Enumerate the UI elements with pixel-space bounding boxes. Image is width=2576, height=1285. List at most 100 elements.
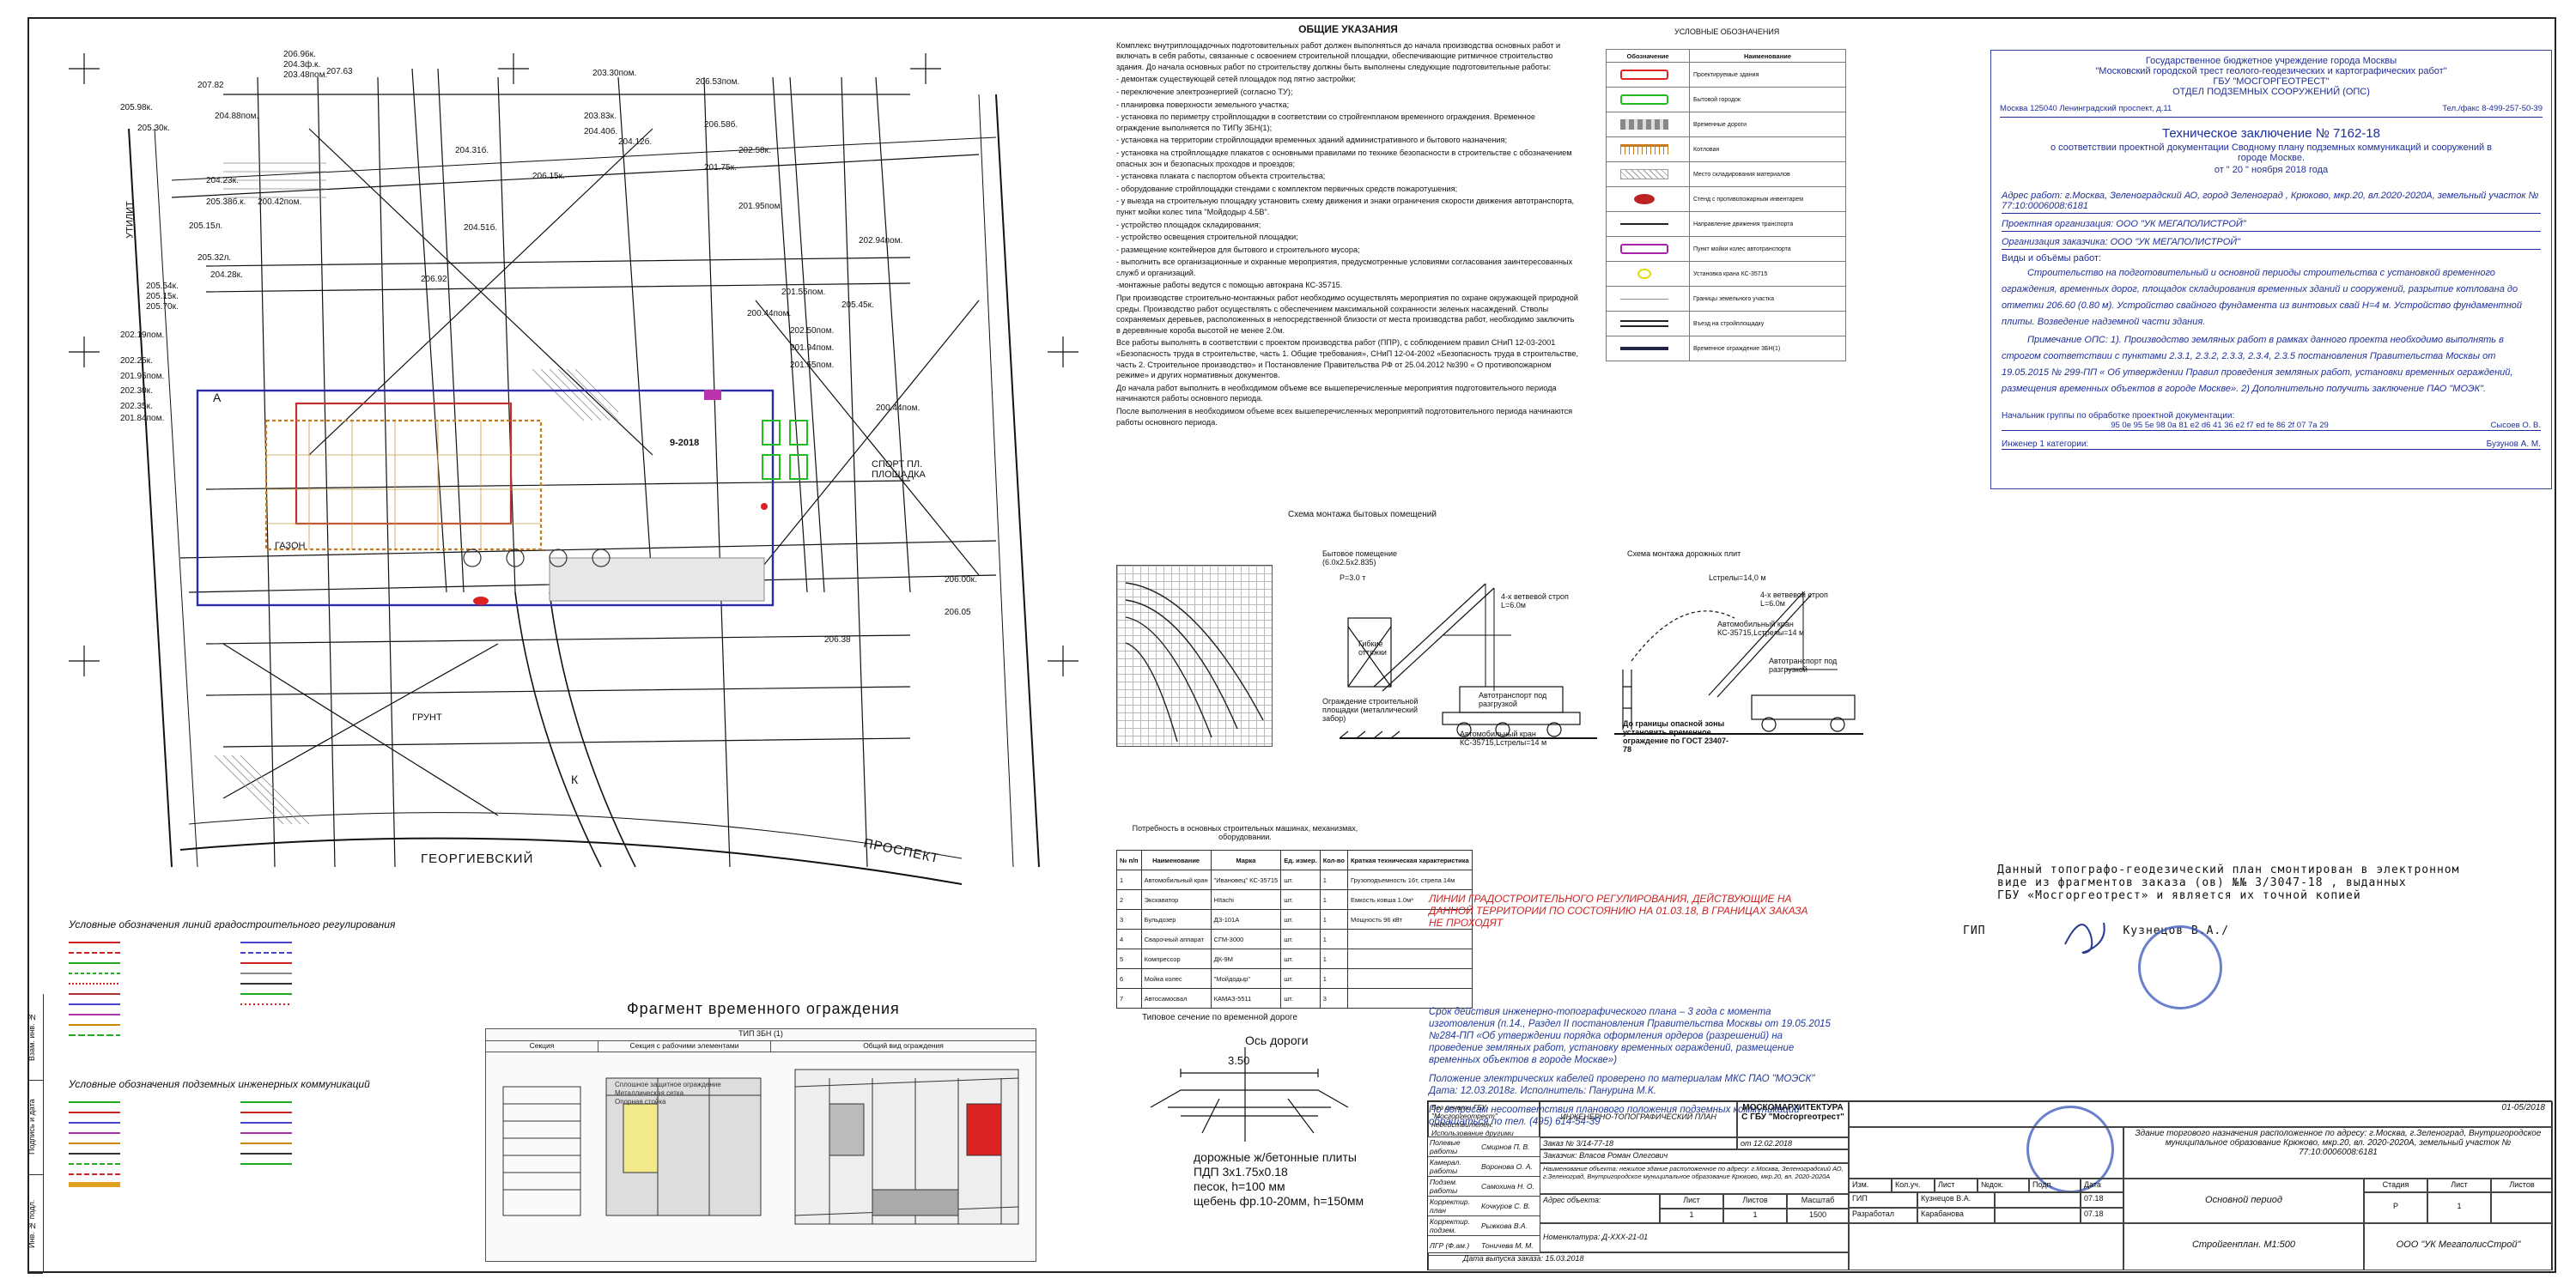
legend-label: Стенд с противопожарным инвентарем bbox=[1689, 186, 1846, 212]
seal-stamp bbox=[2138, 925, 2222, 1009]
elevation-label: 202.30к. bbox=[120, 386, 153, 396]
elevation-label: 202.35к. bbox=[120, 402, 153, 411]
building-label: 9-2018 bbox=[670, 438, 700, 448]
gip-label: ГИП bbox=[1963, 924, 1986, 937]
machines-header: Краткая техническая характеристика bbox=[1347, 850, 1473, 870]
tb-listov-label: Листов bbox=[2491, 1179, 2553, 1192]
elevation-label: 201.95пом. bbox=[738, 202, 783, 211]
fence-label: Сплошное защитное ограждение bbox=[615, 1081, 721, 1088]
chief-label: Начальник группы по обработке проектной … bbox=[2002, 411, 2235, 421]
legend-title: УСЛОВНЫЕ ОБОЗНАЧЕНИЯ bbox=[1674, 27, 1780, 36]
machines-cell: шт. bbox=[1280, 988, 1321, 1009]
legend-swatch bbox=[1620, 70, 1668, 80]
elevation-label: 201.55пом. bbox=[781, 288, 826, 297]
tb-listov-val bbox=[2491, 1192, 2553, 1223]
machines-header: Ед. измер. bbox=[1280, 850, 1321, 870]
tb-sheet-label: Лист bbox=[1660, 1194, 1723, 1209]
machines-header: № п/п bbox=[1116, 850, 1142, 870]
tb-list-label: Лист bbox=[2427, 1179, 2491, 1192]
legend-title: Условные обозначения линий градостроител… bbox=[69, 918, 396, 930]
site-hut bbox=[762, 454, 781, 480]
utility-legend-swatches bbox=[69, 1101, 292, 1187]
tb-gip: ГИП bbox=[1849, 1192, 1917, 1208]
machines-cell: 7 bbox=[1116, 988, 1142, 1009]
scheme-label: До границы опасной зоны установить време… bbox=[1623, 719, 1729, 754]
road-title: Типовое сечение по временной дороге bbox=[1142, 1013, 1297, 1022]
machines-cell: 1 bbox=[1116, 870, 1142, 890]
legend-label: Направление движения транспорта bbox=[1689, 211, 1846, 237]
machines-cell: Емкость ковша 1.0м³ bbox=[1347, 889, 1473, 910]
tb-order: Заказ № 3/14-77-18 bbox=[1540, 1137, 1737, 1149]
tb-staff-name: Тоничева М. М. bbox=[1481, 1241, 1534, 1250]
legend-symbol bbox=[1606, 336, 1690, 361]
validity-line: Положение электрических кабелей проверен… bbox=[1429, 1074, 1815, 1084]
legend-row: Направление движения транспорта bbox=[1606, 211, 1846, 237]
legend-label: Въезд на стройплощадку bbox=[1689, 311, 1846, 336]
machines-cell: Сварочный аппарат bbox=[1140, 929, 1212, 949]
tb-staff-name: Рыжкова В.А. bbox=[1481, 1221, 1528, 1230]
hut-mounting-scheme bbox=[1340, 583, 1597, 739]
redline-note: ЛИНИИ ГРАДОСТРОИТЕЛЬНОГО РЕГУЛИРОВАНИЯ, … bbox=[1429, 893, 1824, 929]
legend-swatch bbox=[1620, 223, 1668, 225]
elevation-label: 204.12б. bbox=[618, 137, 653, 147]
technical-conclusion: Государственное бюджетное учреждение гор… bbox=[1990, 50, 2552, 489]
hut-scheme-title: Схема монтажа бытовых помещений bbox=[1288, 510, 1437, 519]
tb-staff-role: Корректир. план bbox=[1430, 1197, 1470, 1215]
sidebar-cell: Инв. № подл. bbox=[27, 1174, 43, 1274]
legend-col: Наименование bbox=[1689, 49, 1846, 63]
notes-paragraph: - устройство площадок складирования; bbox=[1116, 220, 1261, 229]
machines-cell: 1 bbox=[1319, 929, 1349, 949]
tb-staff-row: ЛГР (Ф.ам.)Тоничева М. М. bbox=[1428, 1236, 1540, 1256]
elevation-label: 204.51б. bbox=[464, 223, 498, 233]
elevation-label: 204.88пом. bbox=[215, 112, 259, 121]
temporary-road bbox=[549, 557, 765, 602]
legend-label: Бытовой городок bbox=[1689, 87, 1846, 112]
title-block: Без печати ГБУ "Мосгоргеотрест" недейств… bbox=[1427, 1100, 2553, 1270]
road-layer: щебень фр.10-20мм, h=150мм bbox=[1194, 1194, 1364, 1208]
tb-customer: Заказчик: Власов Роман Олегович bbox=[1540, 1149, 1849, 1163]
legend-swatch bbox=[1620, 244, 1668, 254]
topographic-plan-drawing bbox=[69, 53, 1078, 885]
road-layer: песок, h=100 мм bbox=[1194, 1179, 1285, 1193]
tb-object: Наименование объекта: нежилое здание рас… bbox=[1540, 1163, 1849, 1194]
machines-cell bbox=[1347, 988, 1473, 1009]
elevation-label: 206.15к. bbox=[532, 172, 565, 181]
line-legend-swatches bbox=[69, 942, 292, 1036]
elevation-label: 204.28к. bbox=[210, 270, 243, 280]
elevation-label: 205.38б.к. bbox=[206, 197, 246, 207]
elevation-label: 203.30пом. bbox=[592, 69, 637, 78]
elevation-label: 205.98к. bbox=[120, 103, 153, 112]
legend-row: Бытовой городок bbox=[1606, 87, 1846, 112]
signoff-line: Данный топографо-геодезический план смон… bbox=[1997, 864, 2460, 876]
elevation-label: 206.53пом. bbox=[696, 77, 740, 87]
grid-label: К bbox=[571, 773, 579, 786]
machines-header: Марка bbox=[1210, 850, 1282, 870]
machines-cell: 1 bbox=[1319, 870, 1349, 890]
engineer-label: Инженер 1 категории: bbox=[2002, 439, 2089, 449]
legend-title: Условные обозначения подземных инженерны… bbox=[69, 1078, 370, 1090]
fence-label: Опорная стойка bbox=[615, 1098, 666, 1106]
elevation-label: 206.05 bbox=[945, 608, 971, 617]
machines-cell: шт. bbox=[1280, 870, 1321, 890]
notes-paragraph: - установка на стройплощадке плакатов с … bbox=[1116, 148, 1572, 168]
legend-swatch bbox=[1637, 269, 1651, 279]
elevation-label: 202.50пом. bbox=[790, 326, 835, 336]
tb-company: ООО "УК МегаполисСтрой" bbox=[2364, 1223, 2553, 1270]
legend-swatch bbox=[1620, 94, 1668, 105]
tb-right-title: Здание торгового назначения расположенно… bbox=[2123, 1127, 2553, 1179]
elevation-label: 204.31б. bbox=[455, 146, 489, 155]
tb-sheets-label: Листов bbox=[1723, 1194, 1787, 1209]
org-line: ГБУ "МОСГОРГЕОТРЕСТ" bbox=[2213, 76, 2330, 87]
validity-line: По вопросам несоответствия планового пол… bbox=[1429, 1105, 1800, 1127]
machines-cell: Экскаватор bbox=[1140, 889, 1212, 910]
machines-cell: 1 bbox=[1319, 949, 1349, 969]
site-hut bbox=[789, 420, 808, 446]
site-boundary bbox=[196, 389, 775, 607]
tb-staff-name: Кочкуров С. В. bbox=[1481, 1202, 1531, 1210]
tb-list: Лист bbox=[1935, 1179, 1978, 1192]
org-address: Москва 125040 Ленинградский проспект, д.… bbox=[2000, 104, 2172, 113]
